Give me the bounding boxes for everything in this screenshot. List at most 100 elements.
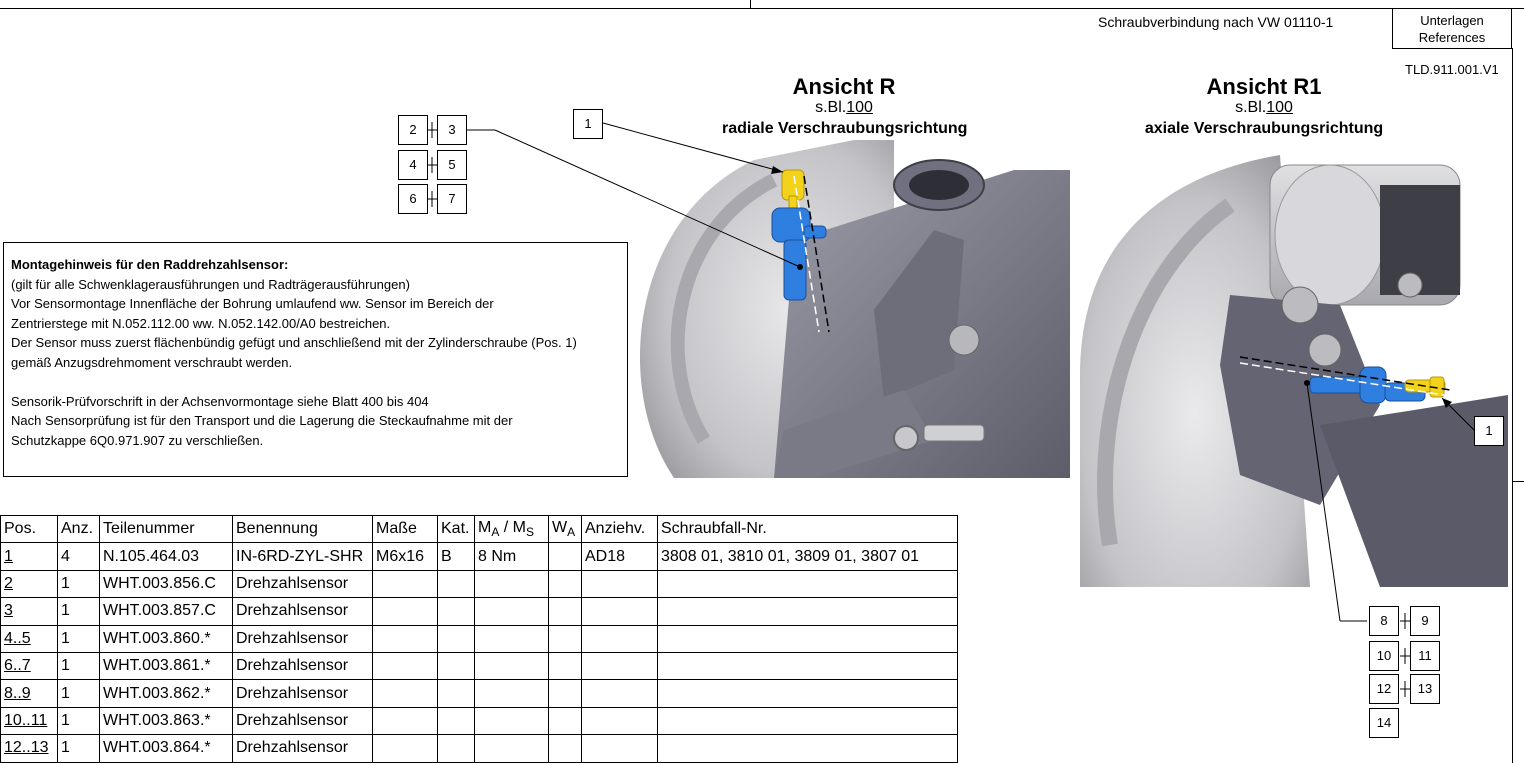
row-benennung: Drehzahlsensor bbox=[232, 569, 373, 599]
callout-12[interactable]: 12 bbox=[1369, 674, 1399, 704]
standard-reference: Schraubverbindung nach VW 01110-1 bbox=[1098, 14, 1334, 30]
row-benennung: IN-6RD-ZYL-SHR bbox=[232, 542, 373, 571]
callout-1-right[interactable]: 1 bbox=[1474, 416, 1504, 446]
assembly-note-line: Nach Sensorprüfung ist für den Transport… bbox=[11, 413, 513, 428]
row-masse bbox=[372, 624, 438, 653]
row-kat bbox=[437, 651, 475, 681]
row-anz: 1 bbox=[57, 597, 100, 626]
row-angle bbox=[548, 734, 582, 763]
row-torque: 8 Nm bbox=[474, 542, 549, 571]
row-pos-link[interactable]: 2 bbox=[0, 569, 58, 599]
assembly-note-line: Zentrierstege mit N.052.112.00 ww. N.052… bbox=[11, 315, 391, 331]
row-pos-link[interactable]: 12..13 bbox=[0, 734, 58, 763]
callout-7[interactable]: 7 bbox=[437, 184, 467, 214]
table-row: 12..13 1 WHT.003.864.* Drehzahlsensor bbox=[0, 734, 958, 763]
torque-m: M bbox=[478, 519, 492, 537]
torque-s-sub: S bbox=[526, 525, 535, 540]
row-torque bbox=[474, 624, 549, 653]
callout-3[interactable]: 3 bbox=[437, 115, 467, 145]
row-angle bbox=[548, 679, 582, 708]
row-masse bbox=[372, 706, 438, 736]
view-r1-sheet-ref[interactable]: s.Bl.100 bbox=[1144, 99, 1384, 117]
callout-2[interactable]: 2 bbox=[398, 115, 428, 145]
row-benennung: Drehzahlsensor bbox=[232, 734, 373, 763]
torque-a-sub: A bbox=[491, 525, 500, 540]
table-row: 10..11 1 WHT.003.863.* Drehzahlsensor bbox=[0, 706, 958, 736]
view-r-sheet-number[interactable]: 100 bbox=[846, 99, 873, 116]
row-teilenummer: WHT.003.857.C bbox=[99, 597, 233, 626]
references-box[interactable]: Unterlagen References bbox=[1392, 9, 1512, 49]
row-kat bbox=[437, 624, 475, 653]
row-anz: 1 bbox=[57, 734, 100, 763]
table-row: 3 1 WHT.003.857.C Drehzahlsensor bbox=[0, 597, 958, 626]
row-angle bbox=[548, 569, 582, 599]
row-kat: B bbox=[437, 542, 475, 571]
col-header-anziehv: Anziehv. bbox=[581, 514, 658, 544]
assembly-note-line: Der Sensor muss zuerst flächenbündig gef… bbox=[11, 335, 577, 350]
view-r1-sheet-number[interactable]: 100 bbox=[1266, 99, 1293, 116]
row-pos-link[interactable]: 1 bbox=[0, 542, 58, 571]
callout-8[interactable]: 8 bbox=[1369, 606, 1399, 636]
row-schraubfall bbox=[657, 569, 958, 599]
row-torque bbox=[474, 569, 549, 599]
table-row: 2 1 WHT.003.856.C Drehzahlsensor bbox=[0, 569, 958, 599]
row-benennung: Drehzahlsensor bbox=[232, 624, 373, 653]
row-schraubfall: 3808 01, 3810 01, 3809 01, 3807 01 bbox=[657, 542, 958, 571]
callout-1-left[interactable]: 1 bbox=[573, 109, 603, 139]
row-pos-link[interactable]: 6..7 bbox=[0, 651, 58, 681]
table-row: 1 4 N.105.464.03 IN-6RD-ZYL-SHR M6x16 B … bbox=[0, 542, 958, 571]
references-label-en: References bbox=[1418, 30, 1486, 45]
row-schraubfall bbox=[657, 679, 958, 708]
callout-6[interactable]: 6 bbox=[398, 184, 428, 214]
row-torque bbox=[474, 597, 549, 626]
row-masse bbox=[372, 679, 438, 708]
row-masse bbox=[372, 651, 438, 681]
row-pos-link[interactable]: 8..9 bbox=[0, 679, 58, 708]
row-benennung: Drehzahlsensor bbox=[232, 706, 373, 736]
view-r-title: Ansicht R bbox=[792, 74, 896, 99]
view-r1-sheet-prefix: s.Bl. bbox=[1235, 99, 1267, 116]
row-anziehv bbox=[581, 706, 658, 736]
callout-13[interactable]: 13 bbox=[1410, 674, 1440, 704]
callout-14[interactable]: 14 bbox=[1369, 708, 1399, 738]
col-header-pos: Pos. bbox=[0, 514, 58, 544]
row-anziehv bbox=[581, 597, 658, 626]
row-anz: 1 bbox=[57, 624, 100, 653]
row-anziehv bbox=[581, 734, 658, 763]
row-anz: 1 bbox=[57, 706, 100, 736]
row-angle bbox=[548, 597, 582, 626]
row-schraubfall bbox=[657, 624, 958, 653]
row-benennung: Drehzahlsensor bbox=[232, 597, 373, 626]
row-teilenummer: WHT.003.856.C bbox=[99, 569, 233, 599]
callout-10[interactable]: 10 bbox=[1369, 641, 1399, 671]
callout-4[interactable]: 4 bbox=[398, 150, 428, 180]
row-pos-link[interactable]: 3 bbox=[0, 597, 58, 626]
row-teilenummer: WHT.003.861.* bbox=[99, 651, 233, 681]
row-masse bbox=[372, 597, 438, 626]
view-r-illustration bbox=[634, 140, 1070, 478]
row-kat bbox=[437, 706, 475, 736]
row-pos-link[interactable]: 10..11 bbox=[0, 706, 58, 736]
view-r-sheet-ref[interactable]: s.Bl.100 bbox=[722, 99, 966, 117]
angle-a-sub: A bbox=[567, 525, 576, 540]
table-row: 8..9 1 WHT.003.862.* Drehzahlsensor bbox=[0, 679, 958, 708]
assembly-note-line: Vor Sensormontage Innenfläche der Bohrun… bbox=[11, 296, 494, 311]
row-anziehv bbox=[581, 624, 658, 653]
right-border-line bbox=[1512, 48, 1513, 763]
callout-9[interactable]: 9 bbox=[1410, 606, 1440, 636]
row-torque bbox=[474, 734, 549, 763]
row-angle bbox=[548, 651, 582, 681]
row-pos-link[interactable]: 4..5 bbox=[0, 624, 58, 653]
col-header-anz: Anz. bbox=[57, 514, 100, 544]
row-benennung: Drehzahlsensor bbox=[232, 651, 373, 681]
callout-5[interactable]: 5 bbox=[437, 150, 467, 180]
row-torque bbox=[474, 651, 549, 681]
references-label-de: Unterlagen bbox=[1420, 13, 1484, 28]
row-anz: 1 bbox=[57, 569, 100, 599]
callout-11[interactable]: 11 bbox=[1410, 641, 1440, 671]
top-divider-line bbox=[750, 0, 751, 9]
row-masse: M6x16 bbox=[372, 542, 438, 571]
row-masse bbox=[372, 734, 438, 763]
document-code: TLD.911.001.V1 bbox=[1405, 62, 1499, 77]
